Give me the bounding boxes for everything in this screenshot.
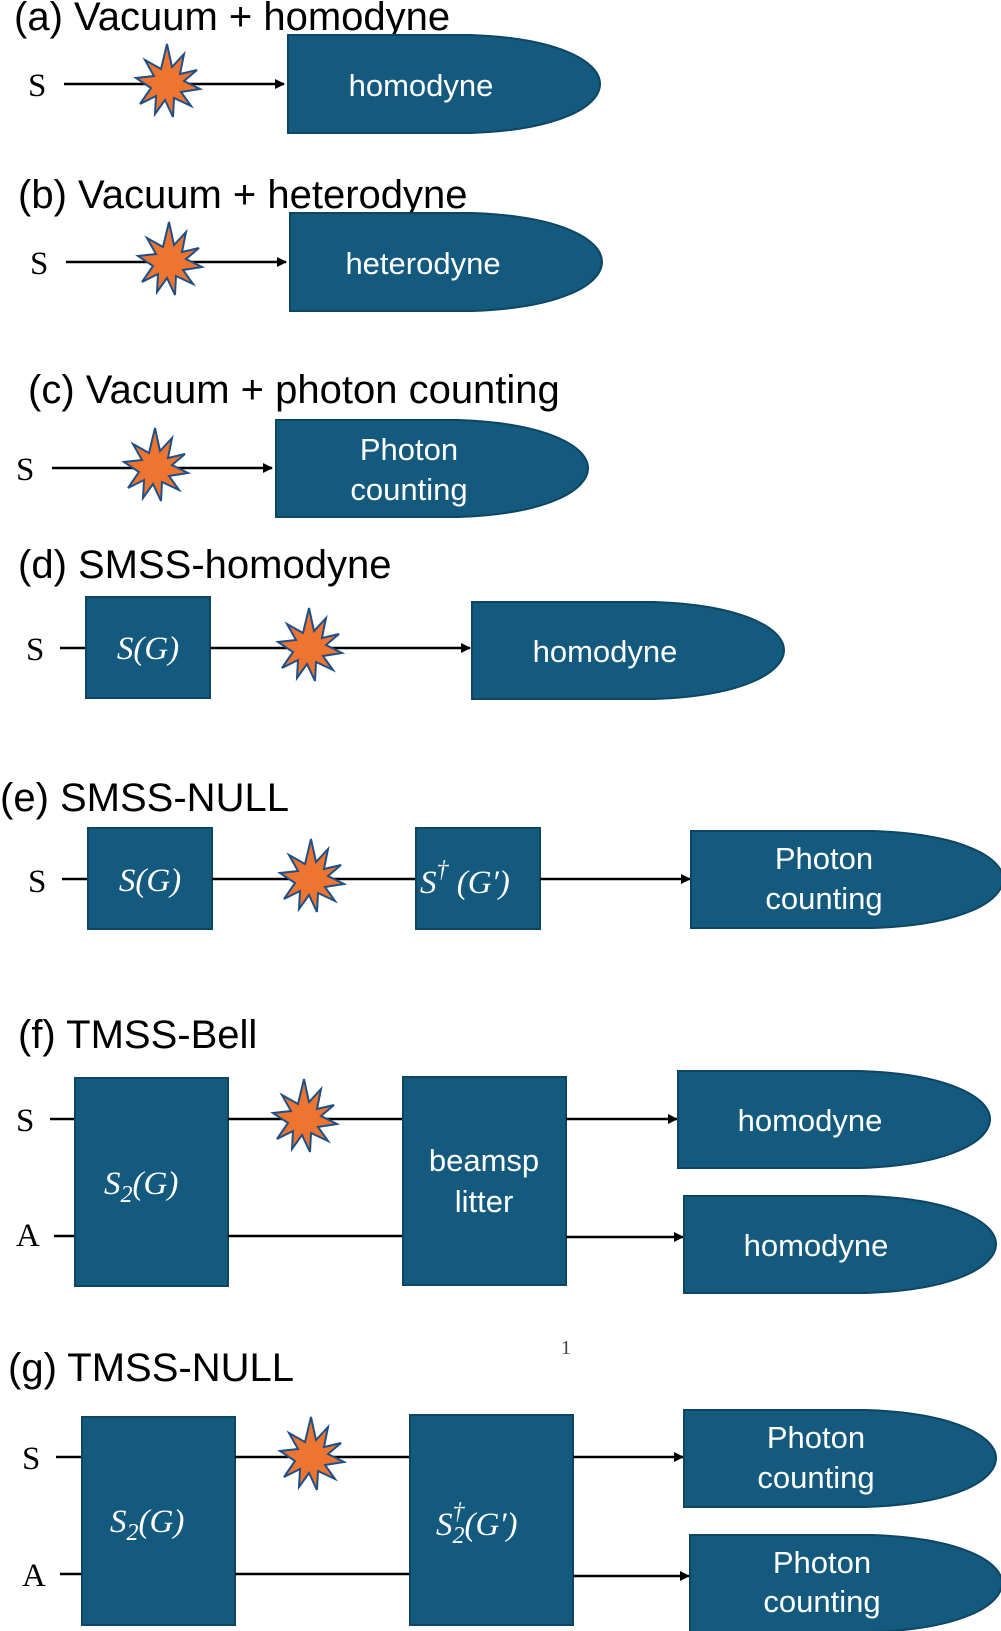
panel-a-title: (a) Vacuum + homodyne: [14, 0, 450, 39]
panel-f-beamsplitter-label-1: beamsp: [429, 1143, 539, 1178]
panel-d-detector-label: homodyne: [533, 634, 678, 669]
panel-c-photon-counting-detector: [275, 419, 590, 518]
noise-burst-icon: [277, 838, 348, 913]
panel-g-port-a: A: [22, 1558, 46, 1594]
panel-b-detector-label: heterodyne: [345, 246, 500, 281]
panel-b: (b) Vacuum + heterodyne S heterodyne: [18, 173, 604, 312]
noise-burst-icon: [135, 221, 206, 296]
panel-g-port-s: S: [22, 1441, 40, 1477]
panel-e-detector-label-2: counting: [765, 881, 882, 916]
panel-b-title: (b) Vacuum + heterodyne: [18, 173, 468, 217]
noise-burst-icon: [277, 1416, 348, 1491]
panel-e-squeezer-label: S(G): [119, 863, 181, 899]
panel-g-two-mode-unsqueezer-box: [409, 1414, 574, 1626]
page-number: 1: [561, 1337, 571, 1359]
noise-burst-icon: [275, 607, 346, 682]
panel-c: (c) Vacuum + photon counting S Photon co…: [16, 368, 590, 518]
panel-d-squeezer-box: [85, 596, 211, 699]
panel-d-squeezer-label: S(G): [117, 631, 179, 667]
panel-e: (e) SMSS-NULL S S(G) S† (G′) Photon coun…: [0, 776, 1001, 930]
panel-f-beamsplitter-box: [402, 1076, 567, 1286]
panel-e-unsqueezer-box: [415, 827, 541, 930]
panel-g: (g) TMSS-NULL S A S2(G) S†2(G′) Photon c…: [8, 1346, 1001, 1631]
panel-g-two-mode-squeezer-box: [81, 1416, 236, 1626]
panel-f-port-a: A: [16, 1218, 40, 1254]
panel-g-detector-a-label-2: counting: [763, 1584, 880, 1619]
panel-c-detector-label-2: counting: [350, 472, 467, 507]
panel-c-title: (c) Vacuum + photon counting: [28, 368, 560, 412]
panel-a-port-s: S: [28, 68, 46, 104]
panel-c-port-s: S: [16, 452, 34, 488]
panel-f: (f) TMSS-Bell S A S2(G) beamsp litter ho…: [16, 1013, 998, 1294]
panel-e-detector-label-1: Photon: [775, 841, 873, 876]
panel-d-homodyne-detector: [471, 601, 786, 700]
panel-d-title: (d) SMSS-homodyne: [18, 543, 391, 587]
panel-e-port-s: S: [28, 864, 46, 900]
panel-f-detector-a-label: homodyne: [744, 1228, 889, 1263]
panel-a-detector-label: homodyne: [349, 68, 494, 103]
panel-g-unsqueezer-label: S†2(G′): [436, 1499, 518, 1549]
panel-c-detector-label-1: Photon: [360, 432, 458, 467]
panel-e-title: (e) SMSS-NULL: [0, 776, 289, 820]
panel-e-unsqueezer-label: S† (G′): [420, 857, 510, 901]
panel-b-heterodyne-detector: [289, 212, 604, 312]
panel-a: (a) Vacuum + homodyne S homodyne: [14, 0, 602, 134]
panel-f-squeezer-label: S2(G): [104, 1166, 178, 1208]
panel-g-title: (g) TMSS-NULL: [8, 1346, 294, 1390]
panel-a-homodyne-detector: [287, 34, 602, 134]
panel-g-photon-counting-detector-a: [689, 1534, 1001, 1631]
noise-burst-icon: [121, 427, 192, 502]
panel-g-squeezer-label: S2(G): [110, 1504, 184, 1546]
panel-e-photon-counting-detector: [690, 830, 1001, 929]
panel-f-detector-s-label: homodyne: [738, 1103, 883, 1138]
panel-g-detector-s-label-1: Photon: [767, 1420, 865, 1455]
panel-g-detector-s-label-2: counting: [757, 1460, 874, 1495]
panel-f-homodyne-detector-a: [683, 1195, 998, 1294]
panel-f-port-s: S: [16, 1103, 34, 1139]
noise-burst-icon: [270, 1078, 341, 1153]
panel-g-detector-a-label-1: Photon: [773, 1545, 871, 1580]
noise-burst-icon: [133, 43, 204, 118]
panel-f-homodyne-detector-s: [677, 1070, 992, 1169]
panel-d: (d) SMSS-homodyne S S(G) homodyne: [18, 543, 786, 700]
panel-d-port-s: S: [26, 632, 44, 668]
panel-g-photon-counting-detector-s: [683, 1409, 998, 1508]
panel-b-port-s: S: [30, 246, 48, 282]
panel-f-title: (f) TMSS-Bell: [18, 1013, 257, 1057]
panel-f-two-mode-squeezer-box: [74, 1077, 229, 1287]
panel-f-beamsplitter-label-2: litter: [455, 1184, 514, 1219]
